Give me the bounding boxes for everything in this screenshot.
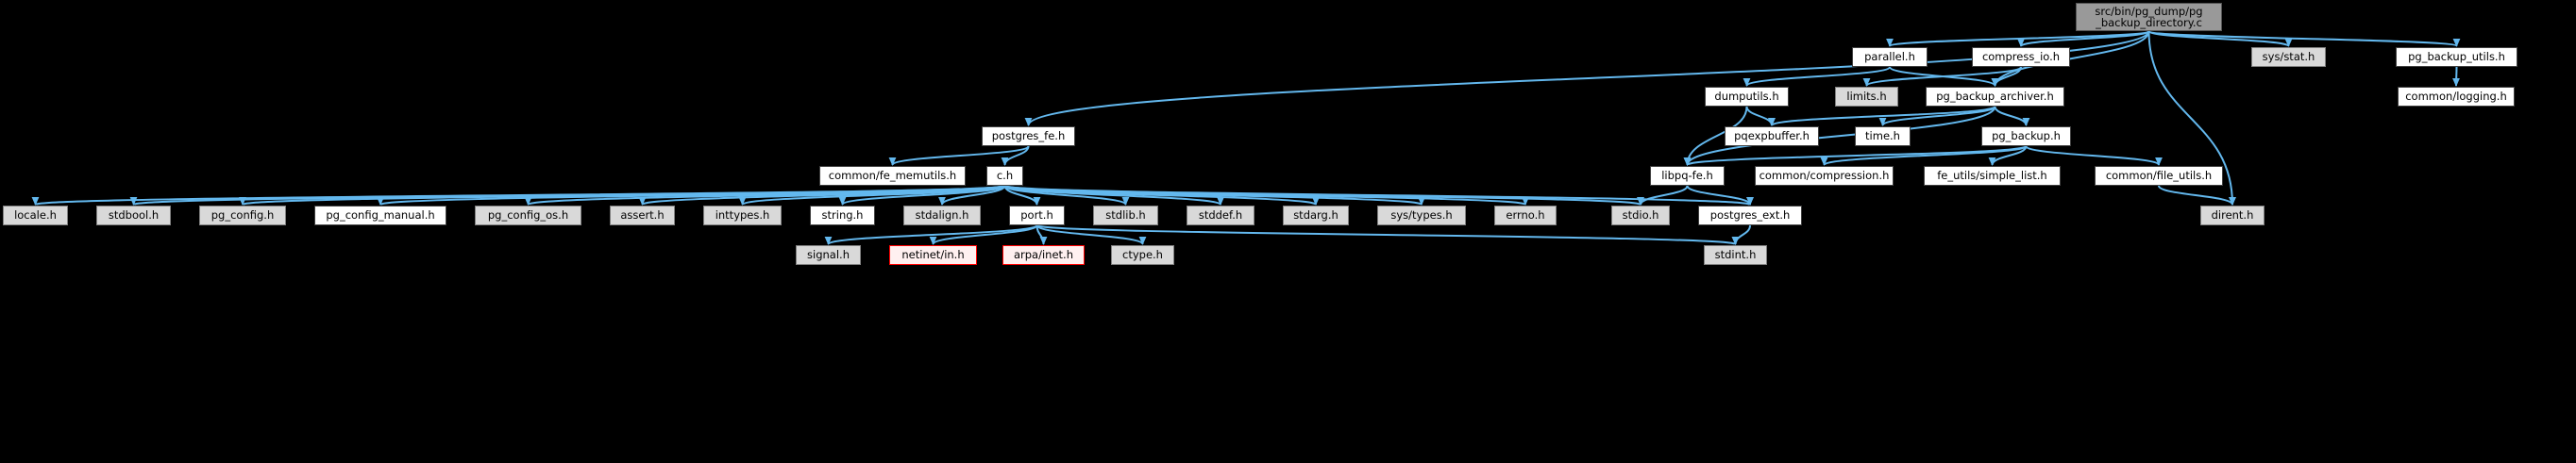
graph-node-string[interactable]: string.h [810, 206, 875, 225]
graph-node-port[interactable]: port.h [1009, 206, 1065, 225]
graph-node-stdio[interactable]: stdio.h [1611, 206, 1670, 225]
edge-port-to-signal [829, 225, 1037, 244]
edge-libpq_fe-to-stdio [1641, 186, 1688, 205]
graph-node-common_logging[interactable]: common/logging.h [2398, 87, 2515, 107]
graph-node-limits[interactable]: limits.h [1835, 87, 1898, 107]
graph-node-pqexpbuffer[interactable]: pqexpbuffer.h [1725, 126, 1819, 146]
edge-postgres_ext-to-stdint [1736, 225, 1751, 244]
graph-node-time[interactable]: time.h [1855, 126, 1911, 146]
graph-node-pg_backup_archiver[interactable]: pg_backup_archiver.h [1926, 87, 2064, 107]
graph-node-postgres_fe[interactable]: postgres_fe.h [982, 126, 1075, 146]
edge-port-to-stdint [1037, 225, 1736, 244]
graph-node-pg_config[interactable]: pg_config.h [199, 206, 286, 225]
graph-node-simple_list[interactable]: fe_utils/simple_list.h [1924, 166, 2061, 186]
graph-node-dumputils[interactable]: dumputils.h [1705, 87, 1789, 107]
graph-node-errno[interactable]: errno.h [1494, 206, 1557, 225]
edge-pg_backup_archiver-to-pg_backup [1995, 107, 2027, 125]
graph-node-file_utils[interactable]: common/file_utils.h [2095, 166, 2223, 186]
graph-node-common_compression[interactable]: common/compression.h [1755, 166, 1894, 186]
graph-node-assert[interactable]: assert.h [610, 206, 675, 225]
graph-node-pg_backup_utils[interactable]: pg_backup_utils.h [2396, 47, 2517, 67]
graph-node-pg_config_manual[interactable]: pg_config_manual.h [314, 206, 446, 225]
graph-node-netinet_in[interactable]: netinet/in.h [889, 245, 977, 265]
edge-pg_backup-to-libpq_fe [1688, 146, 2027, 165]
graph-node-pg_config_os[interactable]: pg_config_os.h [475, 206, 581, 225]
graph-node-libpq_fe[interactable]: libpq-fe.h [1650, 166, 1725, 186]
graph-node-inttypes[interactable]: inttypes.h [703, 206, 782, 225]
edge-root-to-parallel [1890, 31, 2149, 46]
edge-pg_backup-to-file_utils [2027, 146, 2160, 165]
graph-node-postgres_ext[interactable]: postgres_ext.h [1698, 206, 1802, 225]
graph-node-signal[interactable]: signal.h [796, 245, 861, 265]
graph-node-dirent[interactable]: dirent.h [2200, 206, 2265, 225]
edge-file_utils-to-dirent [2159, 186, 2232, 205]
graph-node-sys_stat[interactable]: sys/stat.h [2251, 47, 2326, 67]
edge-pg_backup_archiver-to-pqexpbuffer [1772, 107, 1995, 125]
graph-node-fe_memutils[interactable]: common/fe_memutils.h [819, 166, 966, 186]
edge-root-to-pg_backup_utils [2149, 31, 2457, 46]
graph-node-stdarg[interactable]: stdarg.h [1283, 206, 1349, 225]
graph-node-stdlib[interactable]: stdlib.h [1093, 206, 1158, 225]
graph-node-compress_io[interactable]: compress_io.h [1972, 47, 2070, 67]
graph-node-stddef[interactable]: stddef.h [1187, 206, 1254, 225]
graph-node-stdint[interactable]: stdint.h [1704, 245, 1767, 265]
edge-dumputils-to-pqexpbuffer [1747, 107, 1773, 125]
graph-node-pg_backup[interactable]: pg_backup.h [1981, 126, 2071, 146]
graph-node-root[interactable]: src/bin/pg_dump/pg _backup_directory.c [2076, 3, 2222, 31]
graph-node-locale[interactable]: locale.h [3, 206, 68, 225]
edge-compress_io-to-limits [1867, 67, 2022, 86]
edge-pg_backup_utils-to-common_logging [2456, 67, 2457, 86]
graph-node-ctype[interactable]: ctype.h [1111, 245, 1174, 265]
edge-postgres_fe-to-fe_memutils [893, 146, 1029, 165]
graph-node-c_h[interactable]: c.h [986, 166, 1023, 186]
graph-node-parallel[interactable]: parallel.h [1852, 47, 1928, 67]
graph-node-arpa_inet[interactable]: arpa/inet.h [1002, 245, 1085, 265]
graph-node-stdbool[interactable]: stdbool.h [96, 206, 171, 225]
graph-node-sys_types[interactable]: sys/types.h [1377, 206, 1466, 225]
graph-node-stdalign[interactable]: stdalign.h [903, 206, 981, 225]
